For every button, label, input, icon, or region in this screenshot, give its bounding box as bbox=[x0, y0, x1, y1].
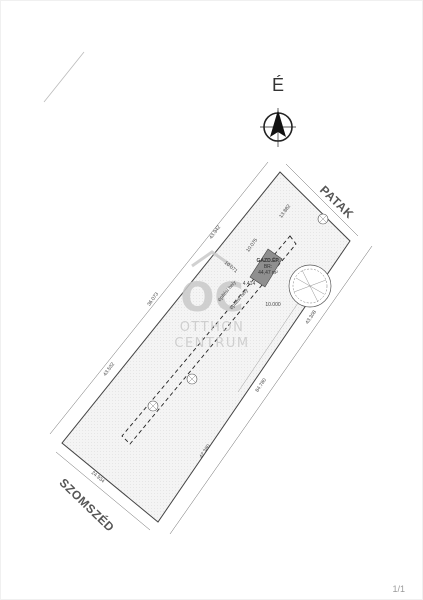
dim-line-bottom bbox=[55, 451, 151, 531]
dim-top-length: 43.942 bbox=[208, 224, 222, 240]
dim-line-top bbox=[285, 163, 359, 237]
watermark-mark: OC bbox=[180, 275, 243, 321]
north-label: É bbox=[272, 75, 284, 95]
tree-icon bbox=[288, 264, 332, 308]
dim-right-mid: 84.780 bbox=[254, 377, 268, 393]
building-envelope bbox=[121, 235, 297, 445]
watermark-line2: CENTRUM bbox=[174, 336, 249, 351]
small-tree-icon bbox=[186, 373, 198, 385]
watermark-logo: OC OTTHON CENTRUM bbox=[174, 250, 249, 351]
building-label-3: 44,47 m² bbox=[258, 270, 278, 276]
dim-right-upper: 43.308 bbox=[304, 309, 318, 325]
street-label-szomszed: SZOMSZÉD bbox=[56, 475, 117, 535]
small-tree-icon bbox=[147, 400, 159, 412]
dim-line-right bbox=[169, 245, 373, 535]
dim-line-left bbox=[49, 161, 269, 435]
dim-inner-c: 10.000 bbox=[265, 302, 281, 308]
building-label-2: BR: bbox=[264, 264, 272, 270]
page-indicator: 1/1 bbox=[392, 584, 405, 594]
north-arrow-icon bbox=[260, 108, 296, 147]
watermark-line1: OTTHON bbox=[180, 320, 245, 335]
dim-inner-b: 4.414 bbox=[243, 281, 256, 287]
dim-left-lower: 43.532 bbox=[102, 361, 116, 377]
building-label-1: GAZD.ÉP. bbox=[257, 256, 281, 264]
inner-split-line bbox=[237, 299, 301, 393]
corner-diagonal-line bbox=[43, 51, 85, 103]
farm-building bbox=[249, 248, 283, 288]
small-tree-icon bbox=[317, 213, 329, 225]
